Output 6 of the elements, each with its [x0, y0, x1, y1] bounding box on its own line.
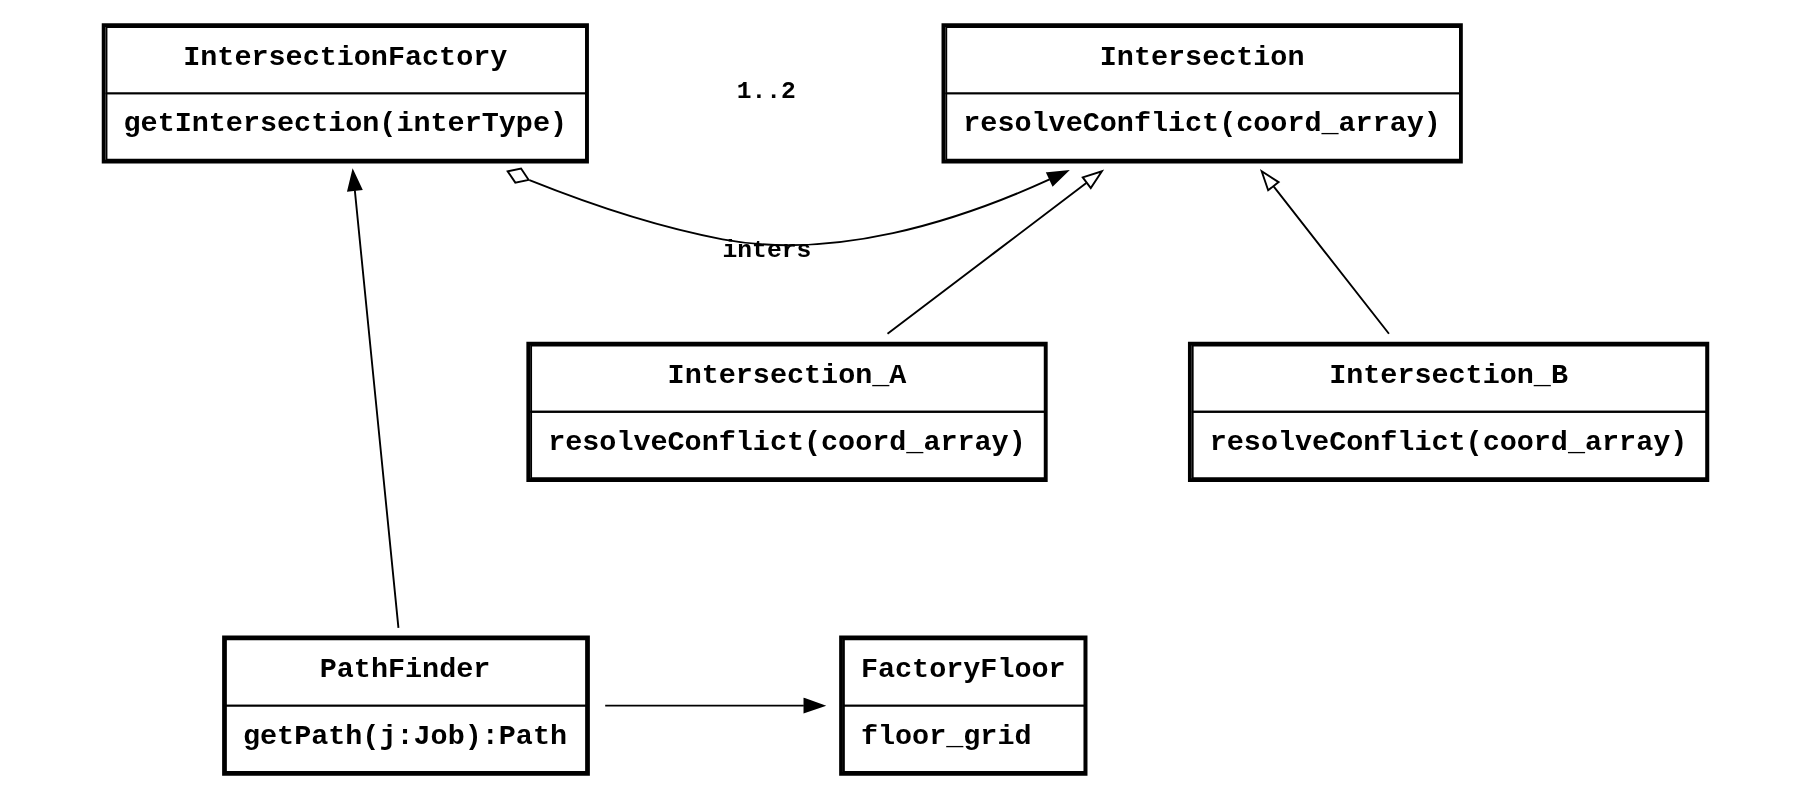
label: 1..2: [736, 76, 796, 105]
arrow: [506, 167, 1070, 246]
arrow: [346, 168, 400, 629]
arrow: [886, 169, 1105, 335]
arrow: [604, 697, 827, 714]
arrow: [1259, 169, 1390, 335]
